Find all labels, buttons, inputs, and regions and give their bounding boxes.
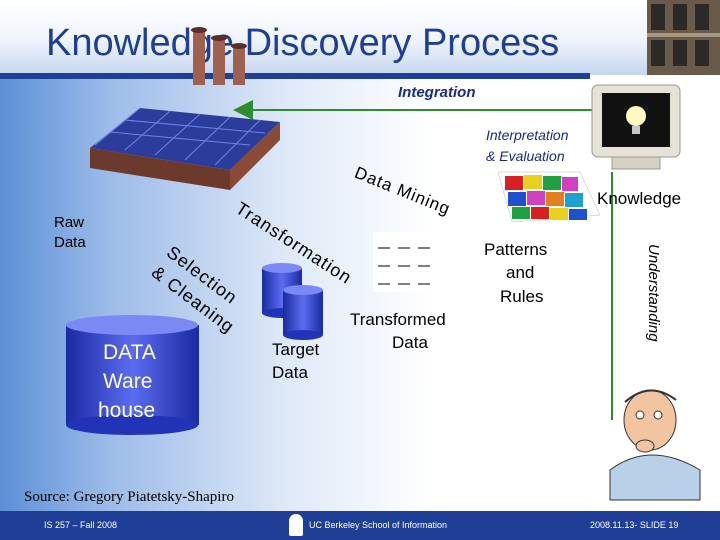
warehouse-label-line3: house	[98, 399, 156, 422]
source-citation: Source: Gregory Piatetsky-Shapiro	[24, 489, 234, 505]
target-data-label-line1: Target	[272, 340, 320, 359]
transformed-data-label-line2: Data	[392, 333, 428, 352]
ischool-wordmark: UC Berkeley School of Information	[309, 520, 448, 530]
interpretation-label-line2: & Evaluation	[486, 148, 565, 164]
integration-label: Integration	[398, 84, 476, 101]
footer-slide-number: 2008.11.13- SLIDE 19	[590, 520, 679, 530]
data-warehouse-cylinder	[66, 315, 199, 435]
raw-data-label-line2: Data	[54, 234, 86, 251]
understanding-label: Understanding	[645, 244, 662, 342]
patterns-label-line1: Patterns	[484, 240, 548, 259]
berkeley-ischool-logo: UC Berkeley School of Information	[289, 511, 459, 540]
building-photo	[647, 0, 720, 75]
target-data-label-line2: Data	[272, 363, 308, 382]
ischool-i-icon	[289, 514, 303, 536]
transformed-data-label-line1: Transformed	[350, 310, 446, 329]
thinking-person-icon	[609, 389, 701, 501]
knowledge-label: Knowledge	[597, 189, 682, 208]
raw-data-label-line1: Raw	[54, 214, 85, 231]
factory-icon	[90, 27, 280, 190]
transformed-data-sheet	[373, 232, 438, 292]
slide-title: Knowledge Discovery Process	[46, 22, 560, 64]
puzzle-pieces-icon	[497, 171, 601, 223]
patterns-label-line2: and	[506, 263, 535, 282]
slide-header	[0, 0, 720, 75]
interpretation-label-line1: Interpretation	[486, 127, 569, 143]
slide-footer	[0, 511, 720, 540]
warehouse-label-line1: DATA	[103, 341, 156, 364]
patterns-label-line3: Rules	[500, 287, 544, 306]
monitor-lightbulb-icon	[591, 84, 681, 170]
header-rule	[0, 73, 590, 79]
footer-course: IS 257 – Fall 2008	[44, 520, 118, 530]
warehouse-label-line2: Ware	[103, 370, 153, 393]
target-data-cylinders	[262, 263, 323, 340]
